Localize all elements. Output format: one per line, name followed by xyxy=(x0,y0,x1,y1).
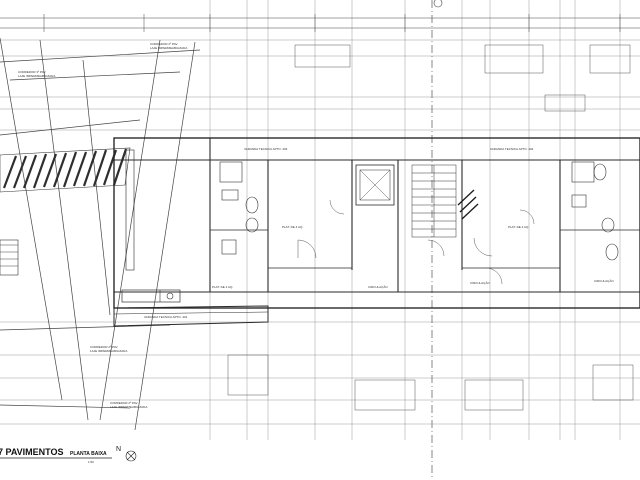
balcony-corridor xyxy=(113,305,269,327)
annotation-labels: CORREDOR 2º PAV. LAJE IMPERMEABILIZADA C… xyxy=(18,42,614,409)
site-boundary xyxy=(0,37,201,431)
label-bottom-1: CORREDOR 2º PAV. xyxy=(90,345,118,349)
label-varanda-1: VARANDA TECNICA APTO. 403 xyxy=(244,147,288,151)
hatched-slab xyxy=(0,147,131,276)
label-circ-1: CIRCULAÇÃO xyxy=(368,284,388,289)
sheet-title: 7 PAVIMENTOS xyxy=(0,447,64,457)
bathroom-fixtures xyxy=(121,161,619,303)
title-block: 7 PAVIMENTOS PLANTA BAIXA 1:50 N xyxy=(0,446,137,464)
label-circ-3: CIRCULAÇÃO xyxy=(594,278,614,283)
window-openings xyxy=(227,44,634,411)
label-bottom-2: LAJE IMPERMEABILIZADA xyxy=(90,349,127,353)
label-varanda-2: VARANDA TECNICA APTO. 404 xyxy=(490,147,534,151)
label-limit-left-2: LAJE IMPERMEABILIZADA xyxy=(18,74,55,78)
label-plat-2: PLAT. DE 4 AQ. xyxy=(282,225,303,229)
building-walls xyxy=(113,137,640,309)
label-limit-top-2: LAJE IMPERMEABILIZADA xyxy=(150,46,187,50)
label-plat-3: PLAT. DE 4 AQ. xyxy=(508,225,529,229)
view-name: PLANTA BAIXA xyxy=(70,451,107,457)
label-limit-left-1: CORREDOR 3º PAV. xyxy=(18,70,46,74)
label-circ-2: CIRCULAÇÃO xyxy=(470,280,490,285)
axis-marker xyxy=(433,0,443,8)
door-swings xyxy=(297,199,535,285)
label-varanda-3: VARANDA TECNICA APTO. 401 xyxy=(144,315,188,319)
label-bottom-3: CORREDOR 2º PAV. xyxy=(110,401,138,405)
top-dimension-chain xyxy=(0,14,640,32)
north-symbol-letter: N xyxy=(116,446,121,453)
label-plat-1: PLAT. DE 4 AQ. xyxy=(212,285,233,289)
label-bottom-4: LAJE IMPERMEABILIZADA xyxy=(110,405,147,409)
staircase xyxy=(411,164,479,238)
scale-label: 1:50 xyxy=(88,460,94,464)
north-arrow-icon xyxy=(125,450,137,462)
label-limit-top-1: CORREDOR 2º PAV. xyxy=(150,42,178,46)
